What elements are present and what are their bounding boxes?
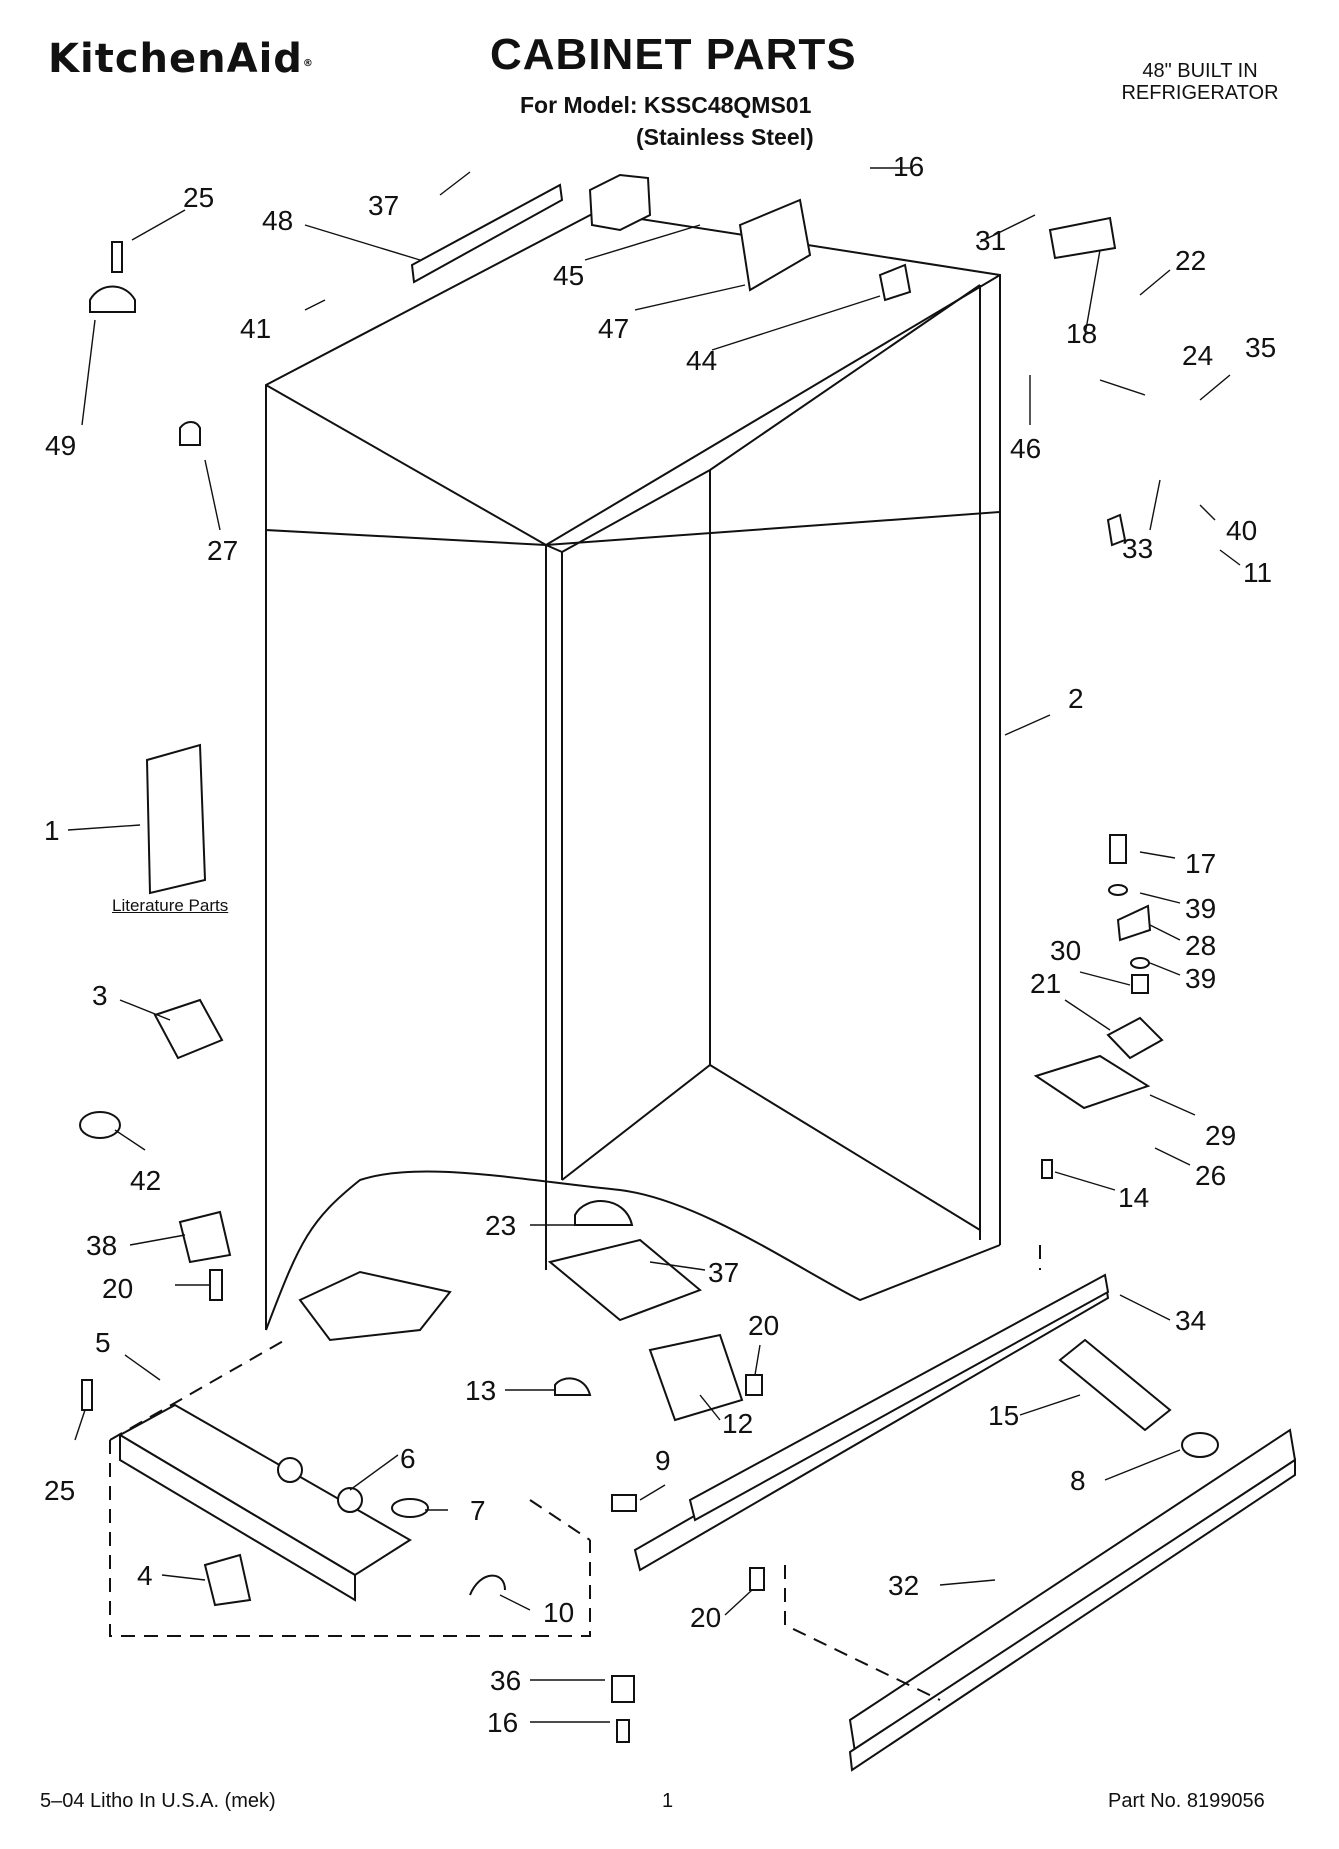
callout-5: 5 xyxy=(95,1327,111,1358)
callout-32: 32 xyxy=(888,1570,919,1601)
callout-18: 18 xyxy=(1066,318,1097,349)
callout-25-top: 25 xyxy=(183,182,214,213)
callout-34: 34 xyxy=(1175,1305,1206,1336)
callout-22: 22 xyxy=(1175,245,1206,276)
callout-16-bottom: 16 xyxy=(487,1707,518,1738)
callout-31: 31 xyxy=(975,225,1006,256)
top-brackets xyxy=(410,173,1127,547)
callout-30: 30 xyxy=(1050,935,1081,966)
callout-29: 29 xyxy=(1205,1120,1236,1151)
model-number: For Model: KSSC48QMS01 xyxy=(520,92,812,118)
callout-16-top: 16 xyxy=(893,151,924,182)
product-line-2: REFRIGERATOR xyxy=(1121,82,1279,104)
callout-21: 21 xyxy=(1030,968,1061,999)
callout-38: 38 xyxy=(86,1230,117,1261)
callout-2: 2 xyxy=(1068,683,1084,714)
callout-20-bottom: 20 xyxy=(690,1602,721,1633)
grille-kickplate xyxy=(633,1245,1297,1772)
callout-39-lower: 39 xyxy=(1185,963,1216,994)
finish-label: (Stainless Steel) xyxy=(636,124,814,150)
page-title: CABINET PARTS xyxy=(490,30,857,79)
callout-46: 46 xyxy=(1010,433,1041,464)
callout-15: 15 xyxy=(988,1400,1019,1431)
callout-8: 8 xyxy=(1070,1465,1086,1496)
callout-25-lower: 25 xyxy=(44,1475,75,1506)
callout-26: 26 xyxy=(1195,1160,1226,1191)
bottom-screws xyxy=(611,1374,765,1743)
callout-49: 49 xyxy=(45,430,76,461)
callout-48: 48 xyxy=(262,205,293,236)
callout-37-lower: 37 xyxy=(708,1257,739,1288)
callout-20-mid: 20 xyxy=(748,1310,779,1341)
literature-parts-label: Literature Parts xyxy=(112,896,229,915)
left-side-parts xyxy=(79,241,232,1411)
callout-10: 10 xyxy=(543,1597,574,1628)
callout-27: 27 xyxy=(207,535,238,566)
callout-33: 33 xyxy=(1122,533,1153,564)
callout-labels: 25 48 37 16 31 22 45 41 47 18 44 24 35 4… xyxy=(44,151,1276,1738)
callout-42: 42 xyxy=(130,1165,161,1196)
leader-lines xyxy=(67,167,1241,1723)
callout-45: 45 xyxy=(553,260,584,291)
product-line-1: 48" BUILT IN xyxy=(1142,60,1258,82)
brand-logo: KitchenAid® xyxy=(48,36,314,82)
part-number: Part No. 8199056 xyxy=(1108,1790,1265,1812)
callout-41: 41 xyxy=(240,313,271,344)
callout-23: 23 xyxy=(485,1210,516,1241)
machine-compartment xyxy=(298,1200,744,1422)
callout-9: 9 xyxy=(655,1445,671,1476)
callout-13: 13 xyxy=(465,1375,496,1406)
callout-6: 6 xyxy=(400,1443,416,1474)
callout-40: 40 xyxy=(1226,515,1257,546)
callout-35: 35 xyxy=(1245,332,1276,363)
callout-14: 14 xyxy=(1118,1182,1149,1213)
water-filter xyxy=(1058,1338,1219,1458)
callout-39-upper: 39 xyxy=(1185,893,1216,924)
print-info: 5–04 Litho In U.S.A. (mek) xyxy=(40,1790,276,1812)
product-type: 48" BUILT IN REFRIGERATOR xyxy=(1100,60,1300,104)
callout-37-top: 37 xyxy=(368,190,399,221)
callout-12: 12 xyxy=(722,1408,753,1439)
callout-3: 3 xyxy=(92,980,108,1011)
callout-4: 4 xyxy=(137,1560,153,1591)
cabinet-body xyxy=(265,210,1001,1331)
callout-28: 28 xyxy=(1185,930,1216,961)
callout-7: 7 xyxy=(470,1495,486,1526)
callout-17: 17 xyxy=(1185,848,1216,879)
hinge-assembly xyxy=(1033,834,1164,1179)
bottom-bracket-assembly xyxy=(109,1339,591,1637)
callout-47: 47 xyxy=(598,313,629,344)
callout-44: 44 xyxy=(686,345,717,376)
callout-11: 11 xyxy=(1243,557,1272,588)
callout-24: 24 xyxy=(1182,340,1213,371)
callout-36: 36 xyxy=(490,1665,521,1696)
page-number: 1 xyxy=(662,1790,674,1812)
callout-1: 1 xyxy=(44,815,60,846)
callout-20-left: 20 xyxy=(102,1273,133,1304)
